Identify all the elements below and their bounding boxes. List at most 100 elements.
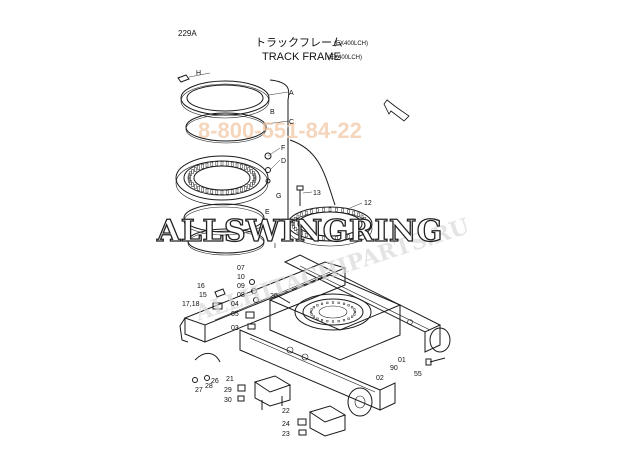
roller-element <box>235 162 239 168</box>
callout-27: 27 <box>195 387 203 394</box>
bolt-hole <box>347 317 350 320</box>
callout-16: 16 <box>197 283 205 290</box>
roller-element <box>322 207 325 212</box>
callout-90: 90 <box>390 365 398 372</box>
roller-element <box>220 190 224 195</box>
roller-element <box>300 231 303 236</box>
roller-element <box>240 164 243 169</box>
roller-element <box>293 226 297 231</box>
bolt-55-part <box>425 357 446 366</box>
model-note-1: (EX400LCH) <box>334 41 368 47</box>
roller-element <box>205 162 209 168</box>
ring-c-part <box>185 112 289 144</box>
bolt-hole <box>337 301 340 304</box>
callout-55: 55 <box>414 371 422 378</box>
bolt-hole <box>331 320 335 323</box>
callout-28: 28 <box>205 383 213 390</box>
fastener-fg-part <box>264 147 281 184</box>
hardware-left <box>212 279 291 330</box>
roller-element <box>341 208 344 213</box>
roller-element <box>328 236 332 241</box>
callout-i: I <box>274 243 276 250</box>
roller-element <box>191 182 194 187</box>
bolt-hole <box>331 301 335 304</box>
roller-element <box>335 236 338 241</box>
roller-element <box>347 234 350 239</box>
roller-element <box>187 175 191 181</box>
watermark-brand: ALLSWINGRING <box>156 214 443 249</box>
roller-element <box>304 233 308 238</box>
page-code: 229A <box>178 29 197 38</box>
roller-element <box>201 164 204 169</box>
bolt-hole <box>353 308 356 311</box>
callout-01: 01 <box>398 357 406 364</box>
bolt-13-part <box>296 185 313 206</box>
bolt-hole <box>326 301 329 304</box>
callout-10: 10 <box>237 274 245 281</box>
callout-04: 04 <box>231 301 239 308</box>
roller-element <box>335 207 338 212</box>
roller-element <box>291 222 295 227</box>
callout-c: C <box>289 119 294 126</box>
bolt-29-30-part <box>237 384 246 402</box>
bolt-hole <box>310 308 313 311</box>
roller-element <box>363 226 367 231</box>
callout-21: 21 <box>226 376 234 383</box>
hose-line <box>289 139 336 206</box>
bolt-hole <box>326 320 329 323</box>
roller-element <box>316 235 319 240</box>
roller-element <box>347 209 350 214</box>
callout-labels: H A B C F D G E I 13 12 07 10 09 08 20 1… <box>182 70 422 438</box>
roller-element <box>197 186 200 191</box>
roller-element <box>310 234 313 239</box>
bolt-hole <box>316 317 319 320</box>
roller-element <box>363 217 367 222</box>
roller-element <box>304 210 308 215</box>
roller-element <box>310 209 313 214</box>
bolt-hole <box>342 302 346 305</box>
roller-element <box>205 188 209 194</box>
roller-element <box>365 224 368 229</box>
callout-a: A <box>289 90 294 97</box>
bolt-h-part <box>177 72 211 83</box>
callout-02: 02 <box>376 375 384 382</box>
roller-element <box>293 217 297 222</box>
roller-element <box>210 161 214 167</box>
bolt-hole <box>351 315 354 318</box>
callout-23: 23 <box>282 431 290 438</box>
roller-element <box>357 231 360 236</box>
roller-element <box>215 190 219 195</box>
roller-element <box>292 224 295 229</box>
callout-h: H <box>196 70 201 77</box>
roller-element <box>188 178 191 183</box>
roller-21-part <box>253 375 292 410</box>
title-english: TRACK FRAME <box>262 51 341 63</box>
roller-element <box>341 235 344 240</box>
callout-30: 30 <box>224 397 232 404</box>
bolt-hole <box>353 313 356 316</box>
callout-e: E <box>265 209 270 216</box>
roller-element <box>247 184 250 189</box>
roller-element <box>235 188 239 194</box>
callout-d: D <box>281 158 286 165</box>
callout-17-18: 17,18 <box>182 301 200 308</box>
callout-15: 15 <box>199 292 207 299</box>
watermark-phone: 8-800-551-84-22 <box>198 118 362 143</box>
roller-element <box>240 187 243 192</box>
roller-element <box>194 167 197 172</box>
front-arrow-icon <box>383 99 410 122</box>
callout-03: 03 <box>231 325 239 332</box>
roller-element <box>365 219 368 224</box>
callout-b: B <box>270 109 275 116</box>
roller-element <box>215 161 219 166</box>
callout-26: 26 <box>211 378 219 385</box>
swing-bearing-12-part <box>287 202 373 247</box>
roller-element <box>328 207 332 212</box>
roller-element <box>230 189 234 195</box>
bolt-hole <box>320 319 324 322</box>
roller-element <box>253 173 256 178</box>
roller-element <box>201 187 204 192</box>
roller-element <box>322 236 325 241</box>
callout-09: 09 <box>237 283 245 290</box>
